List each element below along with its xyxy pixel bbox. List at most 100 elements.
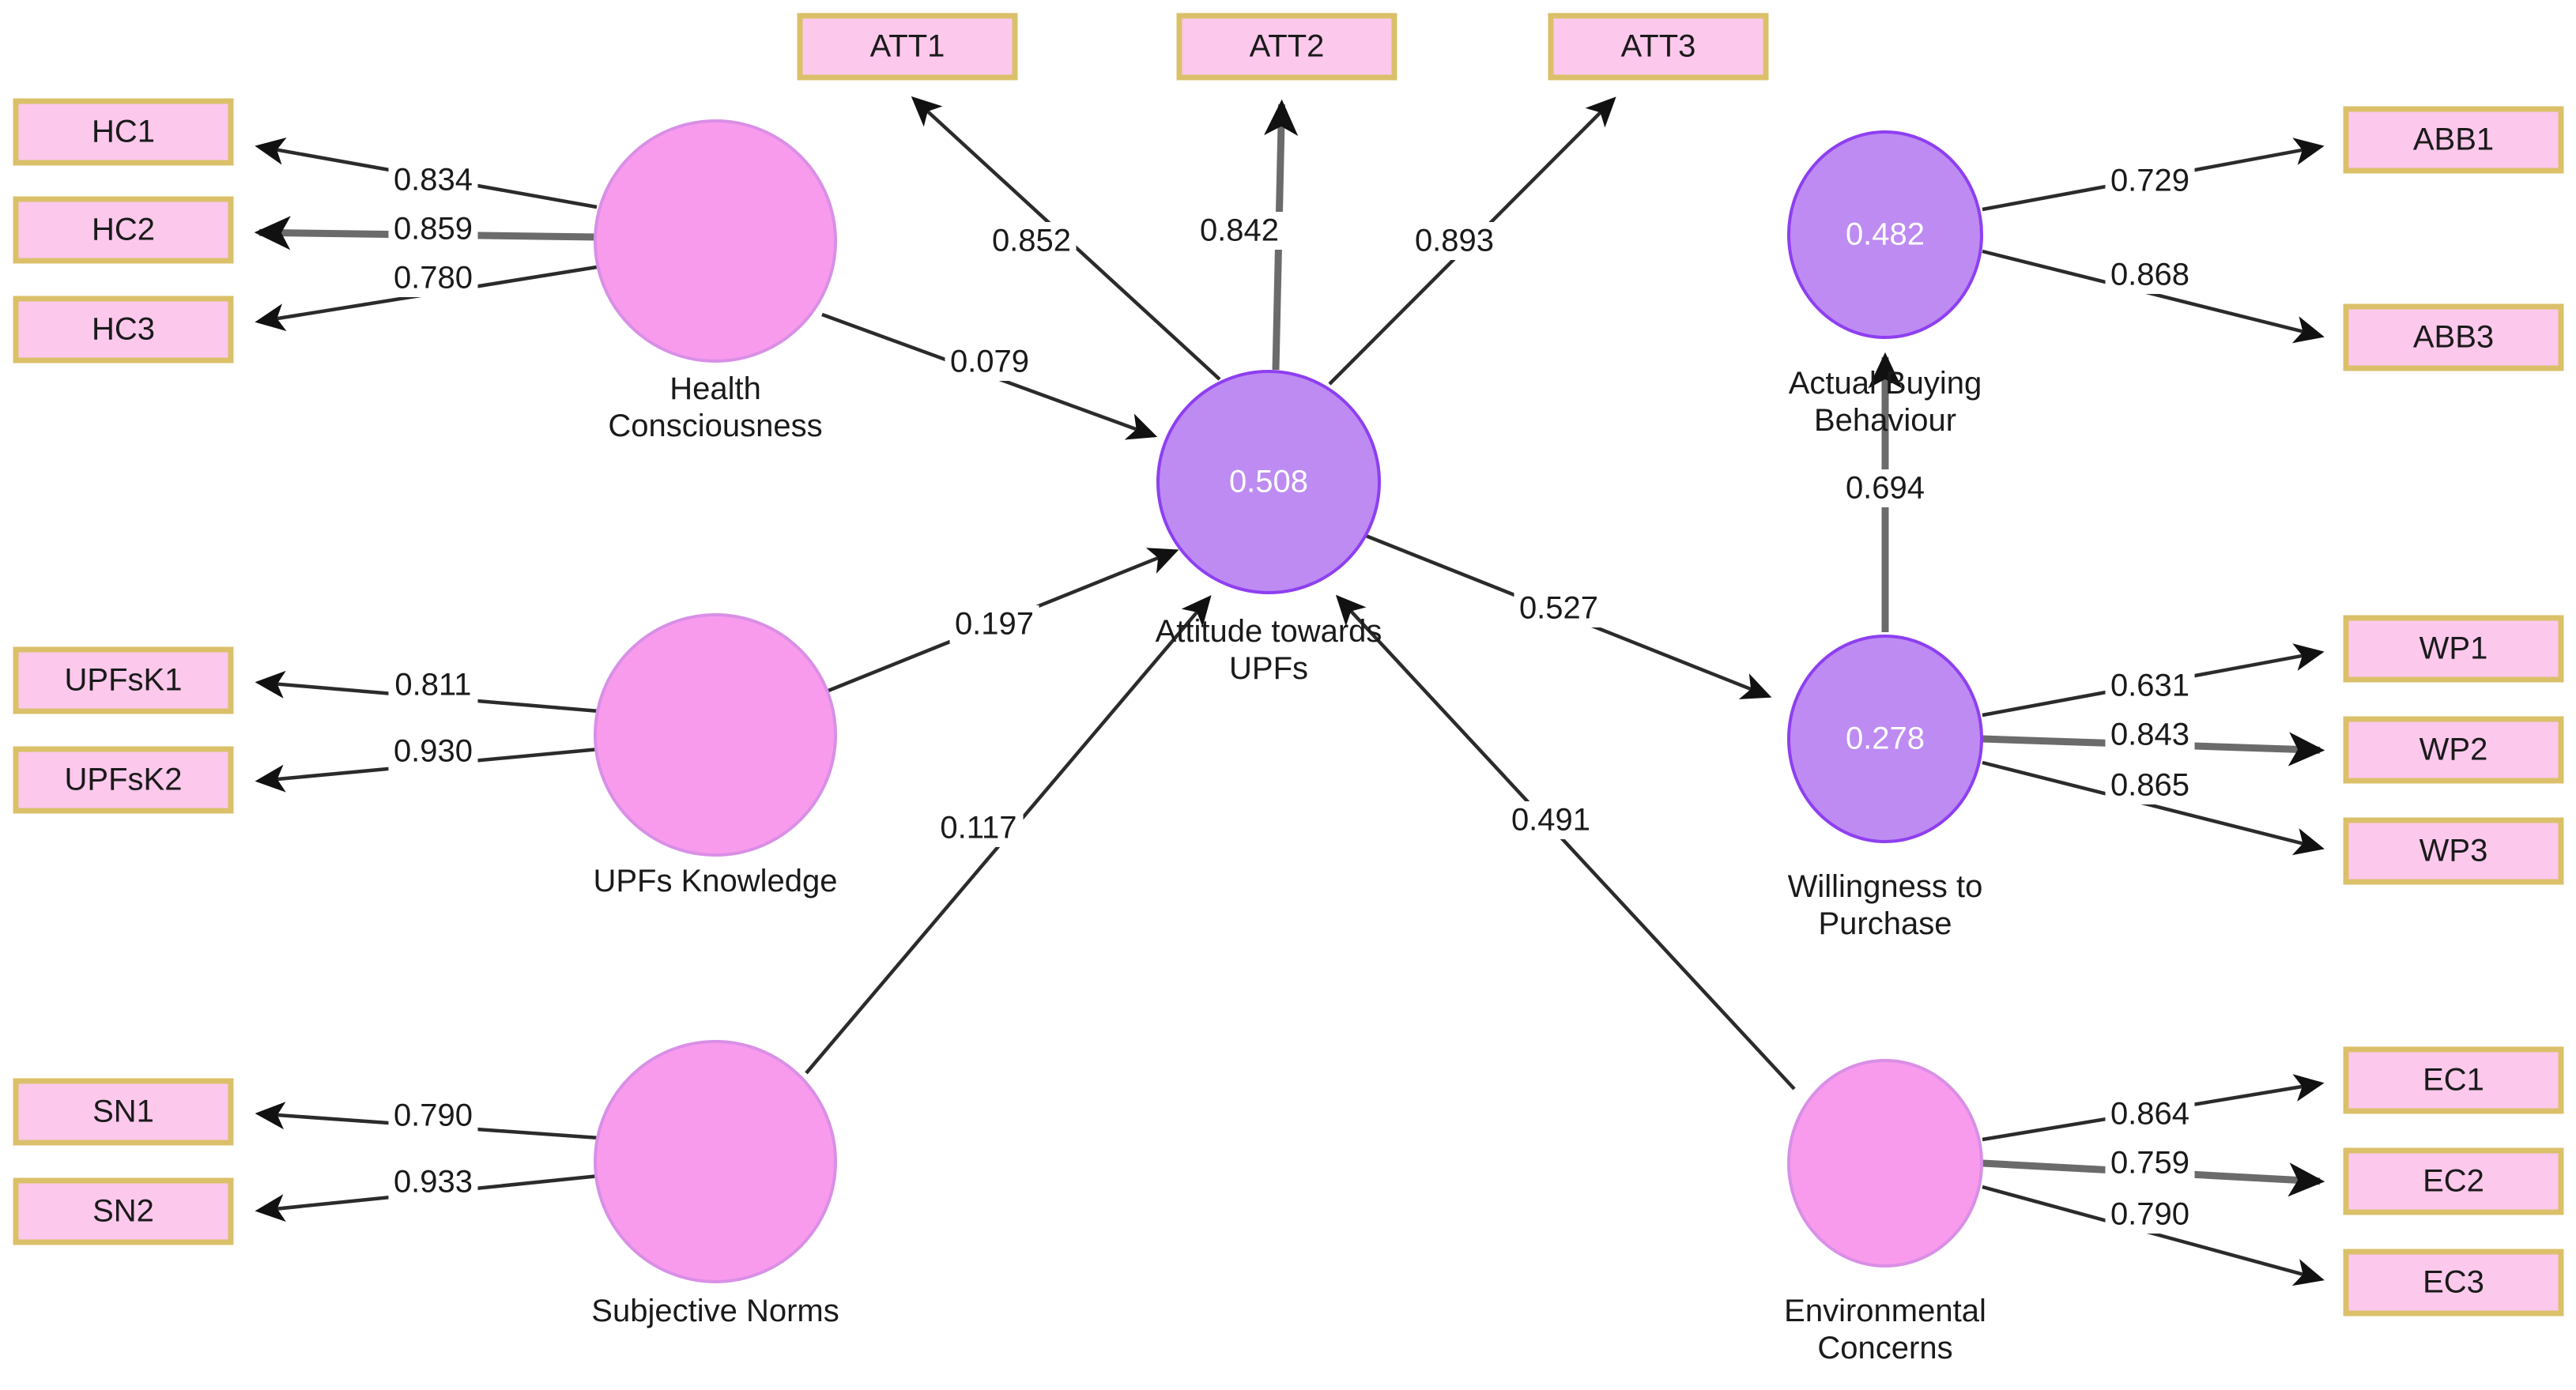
indicator-label-upfsk1: UPFsK1 <box>65 663 183 698</box>
construct-label-subjective-norms: Subjective Norms <box>591 1294 839 1328</box>
loading-label-hc-hc1: 0.834 <box>394 163 473 198</box>
loading-label-wp-wp3-backdrop <box>2105 767 2195 804</box>
indicator-box-sn2 <box>13 1177 234 1245</box>
loading-label-ec-ec3-backdrop <box>2105 1196 2195 1234</box>
indicator-hc3: HC3 <box>13 296 234 364</box>
coefficient-label-att-to-wp-backdrop <box>1514 590 1604 627</box>
construct-r2-attitude-towards-upfs: 0.508 <box>1229 465 1308 499</box>
indicator-label-hc2: HC2 <box>92 213 155 247</box>
loading-label-abb-abb1: 0.729 <box>2110 164 2189 198</box>
indicator-box-hc3 <box>13 296 234 364</box>
indicator-label-sn1: SN1 <box>92 1094 154 1129</box>
loading-label-wp-wp2-backdrop <box>2105 716 2195 754</box>
construct-label-upfs-knowledge: UPFs Knowledge <box>593 864 837 898</box>
loading-label-ec-ec3: 0.790 <box>2110 1197 2189 1232</box>
indicator-upfsk2: UPFsK2 <box>13 746 234 814</box>
loading-label-wp-wp1: 0.631 <box>2110 669 2189 703</box>
indicator-box-ec3 <box>2343 1249 2564 1317</box>
coefficient-label-ec-to-att-backdrop <box>1506 801 1596 839</box>
loading-label-ec-ec2-backdrop <box>2105 1144 2195 1182</box>
indicator-label-ec2: EC2 <box>2423 1164 2484 1199</box>
construct-label-environmental-concerns: Concerns <box>1817 1331 1952 1366</box>
loading-label-att-att1: 0.852 <box>992 224 1071 258</box>
indicator-label-ec3: EC3 <box>2423 1265 2484 1300</box>
indicator-abb1: ABB1 <box>2343 106 2564 174</box>
construct-shape-attitude-towards-upfs <box>1156 370 1381 594</box>
loading-label-abb-abb3: 0.868 <box>2110 258 2189 292</box>
construct-label-attitude-towards-upfs: UPFs <box>1229 651 1308 686</box>
indicator-box-hc1 <box>13 98 234 166</box>
construct-shape-willingness-to-purchase <box>1787 635 1983 843</box>
loading-label-hc-hc2-backdrop <box>388 210 478 248</box>
indicator-label-att1: ATT1 <box>870 29 945 64</box>
loading-label-att-att1-backdrop <box>986 222 1077 260</box>
construct-label-attitude-towards-upfs: Attitude towards <box>1156 614 1382 649</box>
indicator-label-abb3: ABB3 <box>2413 320 2494 355</box>
loading-label-hc-hc2: 0.859 <box>394 212 473 247</box>
indicator-sn1: SN1 <box>13 1078 234 1146</box>
coefficient-label-upfsk-to-att-backdrop <box>949 605 1039 643</box>
loading-label-att-att2: 0.842 <box>1200 213 1279 248</box>
indicator-label-upfsk2: UPFsK2 <box>65 763 183 797</box>
indicator-att2: ATT2 <box>1176 13 1397 81</box>
indicator-label-wp3: WP3 <box>2419 834 2488 868</box>
loading-label-wp-wp3: 0.865 <box>2110 768 2189 803</box>
indicator-label-hc1: HC1 <box>92 115 155 149</box>
indicator-label-wp1: WP1 <box>2419 631 2488 666</box>
construct-upfs-knowledge: UPFs Knowledge <box>593 613 838 898</box>
loading-label-upfsk-upfsk1-backdrop <box>388 666 478 704</box>
indicator-box-att2 <box>1176 13 1397 81</box>
indicator-label-abb1: ABB1 <box>2413 122 2494 157</box>
indicator-abb3: ABB3 <box>2343 303 2564 371</box>
loading-label-upfsk-upfsk2-backdrop <box>388 733 478 770</box>
indicator-box-wp2 <box>2343 716 2564 784</box>
coefficient-label-wp-to-abb-backdrop <box>1840 469 1930 507</box>
construct-label-health-consciousness: Consciousness <box>608 409 822 443</box>
indicator-label-wp2: WP2 <box>2419 733 2488 767</box>
coefficient-label-sn-to-att-backdrop <box>933 809 1024 847</box>
construct-label-actual-buying-behaviour: Actual Buying <box>1789 366 1982 401</box>
indicator-box-ec1 <box>2343 1046 2564 1114</box>
loading-label-sn-sn2: 0.933 <box>394 1165 473 1200</box>
indicator-label-hc3: HC3 <box>92 312 155 347</box>
indicator-label-ec1: EC1 <box>2423 1063 2484 1098</box>
indicator-box-hc2 <box>13 196 234 264</box>
indicator-box-wp1 <box>2343 615 2564 683</box>
indicator-att3: ATT3 <box>1548 13 1769 81</box>
loading-label-hc-hc3-backdrop <box>388 259 478 297</box>
construct-shape-subjective-norms <box>594 1040 837 1283</box>
indicator-box-att3 <box>1548 13 1769 81</box>
loading-label-att-att2-backdrop <box>1194 212 1284 250</box>
coefficient-label-hc-to-att-backdrop <box>945 343 1035 381</box>
indicator-label-sn2: SN2 <box>92 1194 154 1229</box>
coefficient-labels: 0.834 0.859 0.780 0.852 0.842 0.893 0.729 0.868… <box>388 161 2195 1234</box>
structural-path-ec-to-att <box>1335 594 1796 1091</box>
indicator-box-abb3 <box>2343 303 2564 371</box>
construct-shape-actual-buying-behaviour <box>1787 130 1983 339</box>
construct-label-health-consciousness: Health <box>669 371 761 406</box>
construct-r2-willingness-to-purchase: 0.278 <box>1846 721 1925 756</box>
indicator-ec2: EC2 <box>2343 1147 2564 1215</box>
construct-shape-environmental-concerns <box>1787 1059 1983 1268</box>
construct-shape-health-consciousness <box>594 119 837 363</box>
indicator-wp3: WP3 <box>2343 817 2564 885</box>
coefficient-label-hc-to-att: 0.079 <box>950 345 1029 379</box>
loading-label-att-att3: 0.893 <box>1415 224 1494 258</box>
loading-label-wp-wp2: 0.843 <box>2110 718 2189 752</box>
construct-label-willingness-to-purchase: Purchase <box>1819 906 1952 941</box>
indicator-box-ec2 <box>2343 1147 2564 1215</box>
loading-label-abb-abb1-backdrop <box>2105 162 2195 200</box>
loading-label-hc-hc3: 0.780 <box>394 261 473 296</box>
indicator-hc2: HC2 <box>13 196 234 264</box>
coefficient-label-upfsk-to-att: 0.197 <box>955 607 1034 642</box>
measurement-path-lines <box>254 96 2325 1286</box>
construct-label-actual-buying-behaviour: Behaviour <box>1814 403 1956 438</box>
